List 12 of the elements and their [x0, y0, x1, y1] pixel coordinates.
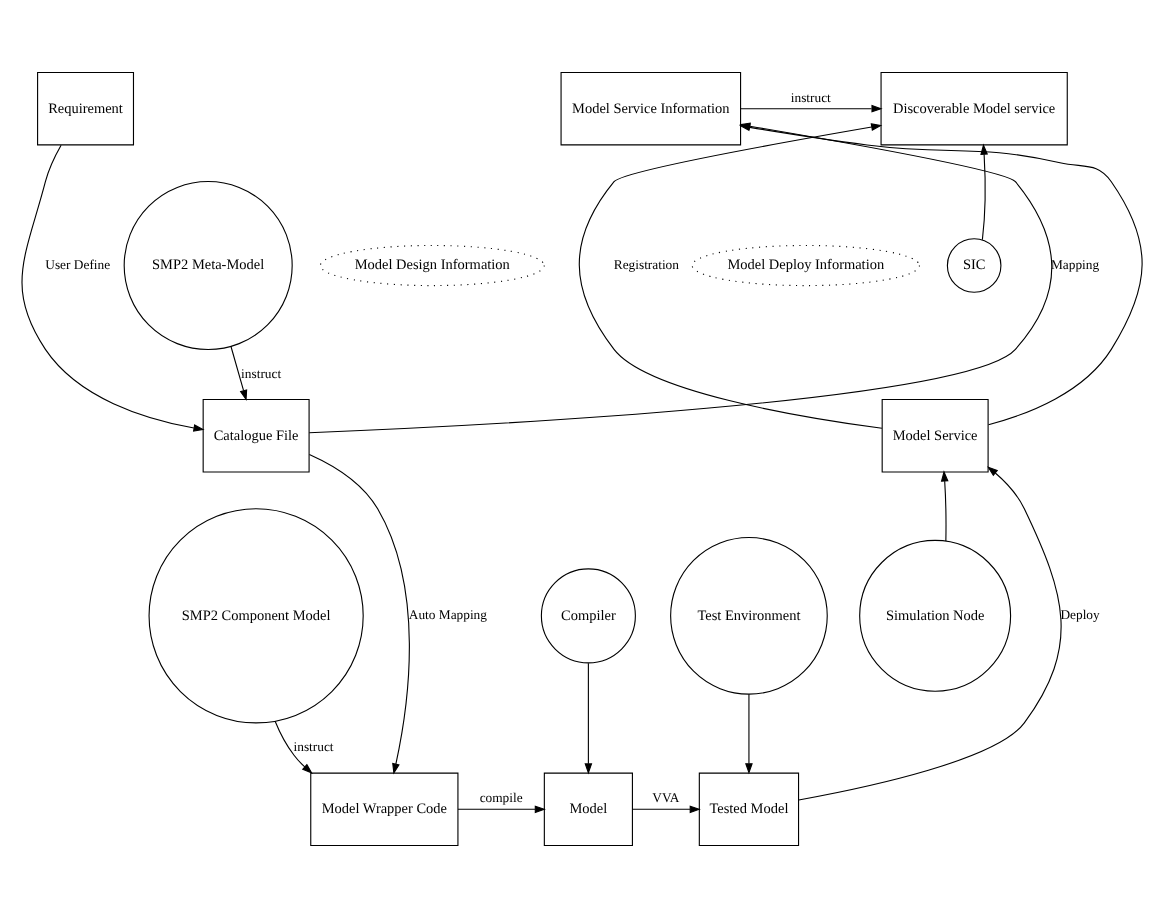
arrow: [274, 719, 313, 773]
arrow: [230, 344, 248, 400]
arrow: [457, 804, 546, 813]
arrow: [940, 469, 949, 541]
arrow: [21, 143, 205, 431]
arrow: [584, 661, 593, 774]
arrow: [745, 692, 753, 774]
arrow: [740, 103, 883, 112]
arrow: [632, 804, 701, 813]
arrow: [308, 452, 410, 774]
arrow: [980, 142, 989, 240]
arrow: [798, 465, 1062, 800]
